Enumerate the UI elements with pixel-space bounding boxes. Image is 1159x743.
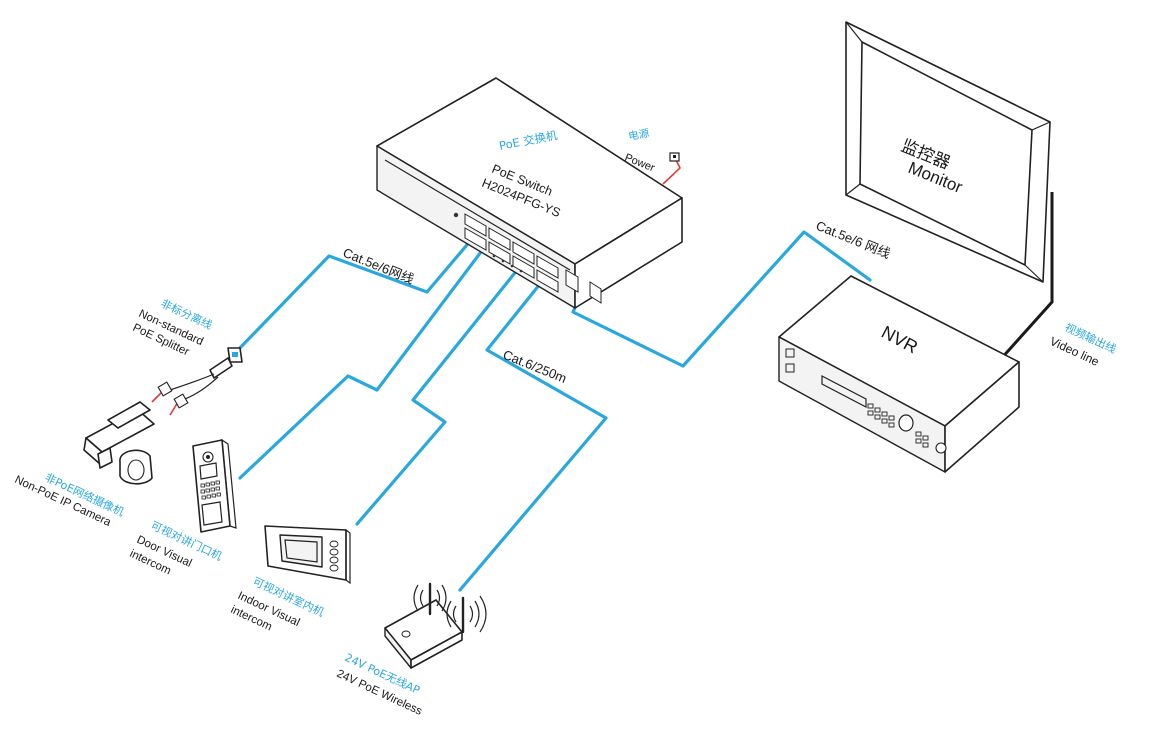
wifi-waves-icon [413, 584, 487, 633]
ip-camera: 非PoE网络摄像机 Non-PoE IP Camera [13, 401, 155, 529]
door-keypad [200, 480, 221, 500]
ap-cable-label: Cat.6/250m [501, 347, 569, 386]
poe-switch: PoE 交换机 PoE Switch H2024PFG-YS 电源 Power [376, 77, 683, 309]
indoor-buttons [329, 540, 339, 572]
nvr-knob [898, 414, 914, 432]
video-line-cable [998, 192, 1054, 362]
nvr-cable-label: Cat.5e/6 网线 [814, 218, 893, 261]
cable-to-splitter [234, 224, 485, 354]
cable-to-indoor-intercom [355, 262, 524, 526]
poe-splitter: 非标分离线 Non-standard PoE Splitter [131, 296, 243, 416]
monitor: 监控器 Monitor [845, 21, 1051, 283]
nvr: NVR [778, 275, 1020, 473]
status-dots [492, 254, 523, 273]
cable-to-wireless-ap [458, 272, 608, 592]
switch-ports [464, 213, 602, 304]
nvr-buttons [867, 403, 929, 448]
indoor-intercom: 可视对讲室内机 Indoor Visual intercom [229, 525, 351, 633]
power-cable [662, 159, 681, 185]
wireless-ap: 24V PoE无线AP 24V PoE Wireless [335, 582, 487, 718]
power-label-cn: 电源 [627, 126, 650, 143]
cable-to-door-intercom [238, 230, 498, 480]
switch-led [453, 212, 459, 218]
